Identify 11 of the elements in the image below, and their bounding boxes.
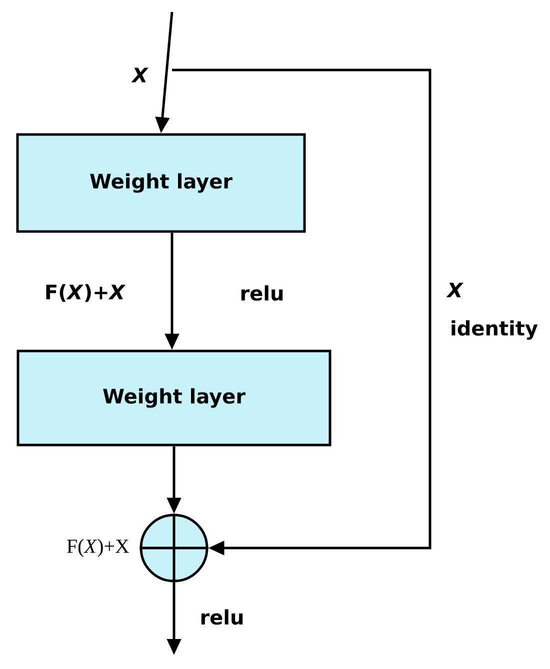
- layer-box: Weight layer: [16, 133, 306, 233]
- edge-label: X: [131, 66, 149, 84]
- edge-label: relu: [238, 284, 286, 302]
- layer-box: Weight layer: [16, 350, 332, 446]
- label: F(X)+X: [46, 284, 126, 302]
- label: X: [446, 282, 464, 298]
- edge-label: identity: [449, 319, 539, 341]
- sum-circle: [138, 512, 210, 584]
- node-caption: F(X)+X: [67, 538, 130, 558]
- arrow: [172, 68, 432, 556]
- edge-label: relu: [198, 608, 246, 626]
